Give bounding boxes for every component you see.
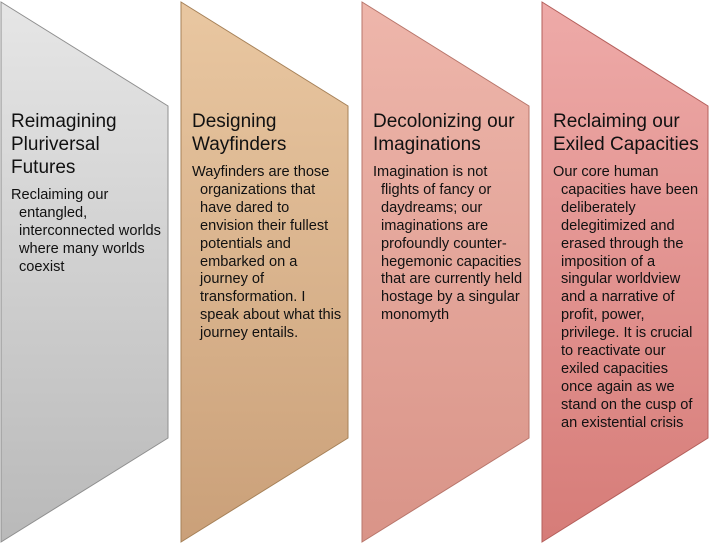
chevron-panel-3 (361, 1, 530, 543)
panel-1-body: Reclaiming our entangled, interconnected… (11, 187, 161, 275)
panel-4-body: Our core human capacities have been deli… (553, 164, 699, 431)
panel-2-text: Designing Wayfinders Wayfinders are thos… (192, 110, 342, 343)
panel-4-text: Reclaiming our Exiled Capacities Our cor… (553, 110, 703, 433)
panel-2-body: Wayfinders are those organizations that … (192, 164, 342, 342)
panel-3-text: Decolonizing our Imaginations Imaginatio… (373, 110, 523, 325)
chevron-panel-2 (180, 1, 349, 543)
chevron-panel-4 (541, 1, 709, 543)
panel-2-title: Designing Wayfinders (192, 111, 287, 155)
chevron-panel-1 (0, 1, 169, 543)
panel-1-text: Reimagining Pluriversal Futures Reclaimi… (11, 110, 161, 277)
panel-4-title: Reclaiming our Exiled Capacities (553, 111, 699, 155)
panel-3-title: Decolonizing our Imaginations (373, 111, 515, 155)
panel-1-title: Reimagining Pluriversal Futures (11, 111, 117, 178)
panel-3-body: Imagination is not flights of fancy or d… (373, 164, 523, 324)
